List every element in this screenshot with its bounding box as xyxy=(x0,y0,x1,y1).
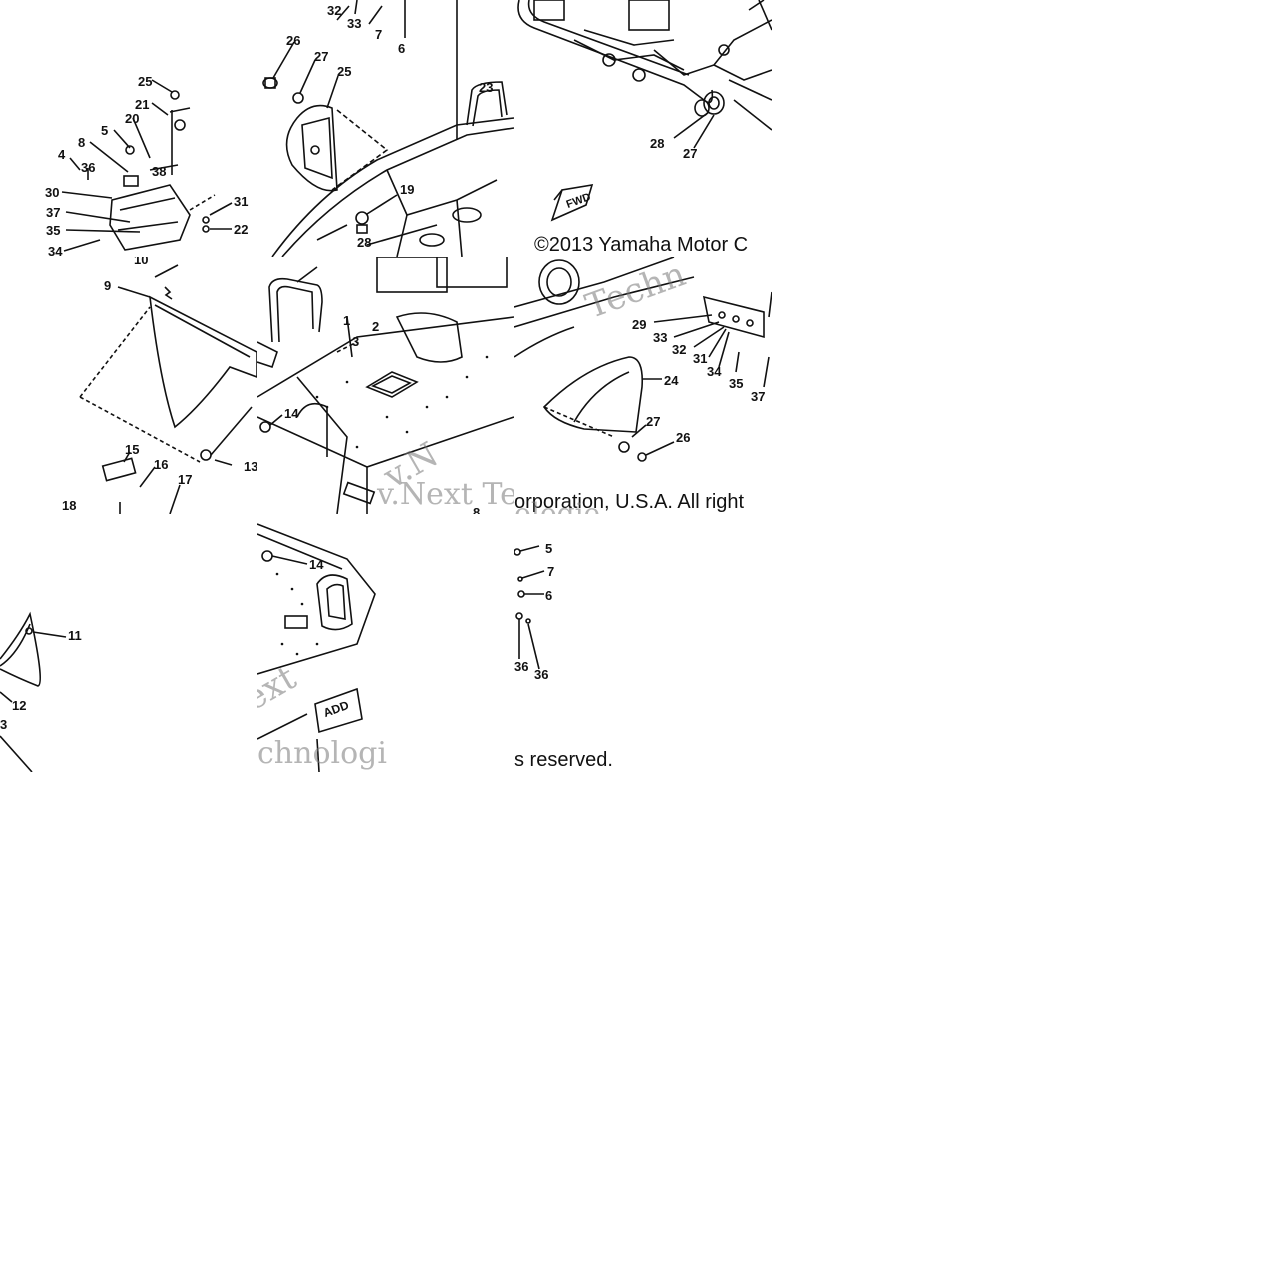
callout-14: 14 xyxy=(284,406,299,421)
rear-cover-drawing xyxy=(514,257,772,462)
bracket-drawing xyxy=(61,79,233,252)
callout-8: 5 xyxy=(101,123,109,138)
callout-27c: 27 xyxy=(683,146,698,161)
copyright-line-1b: orporation, U.S.A. All right xyxy=(514,491,745,513)
callout-33: 33 xyxy=(347,16,362,31)
diagram-tile-center: 1 2 3 14 8 v.N v.Next Te xyxy=(257,257,514,514)
callout-28b: 28 xyxy=(650,136,665,151)
callout-38: 36 xyxy=(81,160,96,175)
callout-27b: 28 xyxy=(357,235,372,250)
parts-diagram: 25 21 20 5 8 4 36 38 30 37 35 34 31 22 xyxy=(0,0,772,772)
callout-14b: 14 xyxy=(309,557,324,572)
diagram-tile-middle-right: 29 33 32 31 34 35 37 24 27 26 Techn orpo… xyxy=(514,257,772,514)
callout-17: 17 xyxy=(178,472,193,487)
windshield-drawing xyxy=(0,611,67,772)
callout-28: 19 xyxy=(400,182,415,197)
callout-1: 1 xyxy=(343,313,351,328)
callout-20: 21 xyxy=(135,97,150,112)
callout-7b: 7 xyxy=(547,564,555,579)
callout-21: 25 xyxy=(138,74,153,89)
callout-23: 22 xyxy=(234,222,249,237)
callout-35b: 35 xyxy=(729,376,744,391)
callout-15: 15 xyxy=(125,442,140,457)
callout-29: 29 xyxy=(632,317,647,332)
callout-4: 8 xyxy=(78,135,86,150)
callout-26b: 26 xyxy=(676,430,691,445)
callout-27: 27 xyxy=(314,49,329,64)
callout-10: 10 xyxy=(134,257,149,267)
callout-11: 11 xyxy=(68,628,82,643)
tunnel-top-drawing xyxy=(257,257,514,514)
callout-16: 16 xyxy=(154,457,169,472)
callout-9: 9 xyxy=(104,278,112,293)
skid-plate-drawing xyxy=(79,264,257,514)
diagram-tile-middle-left: 10 9 15 16 17 18 13 xyxy=(0,257,257,514)
frame-drawing xyxy=(517,0,772,222)
callout-33b: 33 xyxy=(653,330,668,345)
callout-32: 32 xyxy=(327,3,342,18)
callout-36c: 36 xyxy=(534,667,549,682)
callout-35: 37 xyxy=(46,205,61,220)
fastener-drawing xyxy=(514,545,545,670)
callout-13: 13 xyxy=(244,459,257,474)
watermark-chnologi: chnologi xyxy=(257,736,387,771)
callout-30: 38 xyxy=(152,164,167,179)
callout-26: 26 xyxy=(286,33,301,48)
callout-36b: 36 xyxy=(514,659,529,674)
callout-32b: 32 xyxy=(672,342,687,357)
callout-3b: 3 xyxy=(0,717,8,732)
callout-5: 20 xyxy=(125,111,140,126)
diagram-tile-top-right: 28 27 FWD ©2013 Yamaha Motor C xyxy=(514,0,772,257)
callout-6b: 6 xyxy=(545,588,553,603)
callout-19: 23 xyxy=(479,80,494,95)
callout-18: 18 xyxy=(62,498,77,513)
callout-34: 35 xyxy=(46,223,61,238)
diagram-tile-bottom-right: 5 7 6 36 36 s reserved. xyxy=(514,514,772,772)
callout-25-label: 25 xyxy=(337,64,352,79)
callout-5b: 5 xyxy=(545,541,553,556)
callout-37: 30 xyxy=(45,185,60,200)
copyright-line-2: s reserved. xyxy=(514,749,613,771)
callout-37b: 37 xyxy=(751,389,766,404)
watermark-vnext-te: v.Next Te xyxy=(377,477,514,512)
diagram-tile-top-left: 25 21 20 5 8 4 36 38 30 37 35 34 31 22 xyxy=(0,0,257,257)
callout-31: 34 xyxy=(48,244,63,257)
diagram-tile-bottom-center: 14 ADD ext chnologi xyxy=(257,514,514,772)
diagram-tile-top-middle: 32 33 7 6 26 27 27 25 23 19 28 xyxy=(257,0,514,257)
callout-8b: 8 xyxy=(473,505,481,514)
callout-34b: 34 xyxy=(707,364,722,379)
callout-7: 7 xyxy=(375,27,383,42)
diagram-tile-bottom-left: 11 12 3 xyxy=(0,514,257,772)
watermark-ologie: ologie xyxy=(514,497,601,514)
callout-22: 31 xyxy=(234,194,249,209)
callout-2: 2 xyxy=(372,319,380,334)
callout-6: 6 xyxy=(398,41,406,56)
copyright-line-1a: ©2013 Yamaha Motor C xyxy=(534,234,749,256)
callout-31b: 31 xyxy=(693,351,708,366)
callout-12: 12 xyxy=(12,698,27,713)
callout-36: 4 xyxy=(58,147,66,162)
rear-tunnel-drawing xyxy=(257,523,376,772)
callout-27d: 27 xyxy=(646,414,661,429)
callout-3: 3 xyxy=(352,334,360,349)
tunnel-cover-drawing xyxy=(262,0,514,257)
callout-24: 24 xyxy=(664,373,679,388)
